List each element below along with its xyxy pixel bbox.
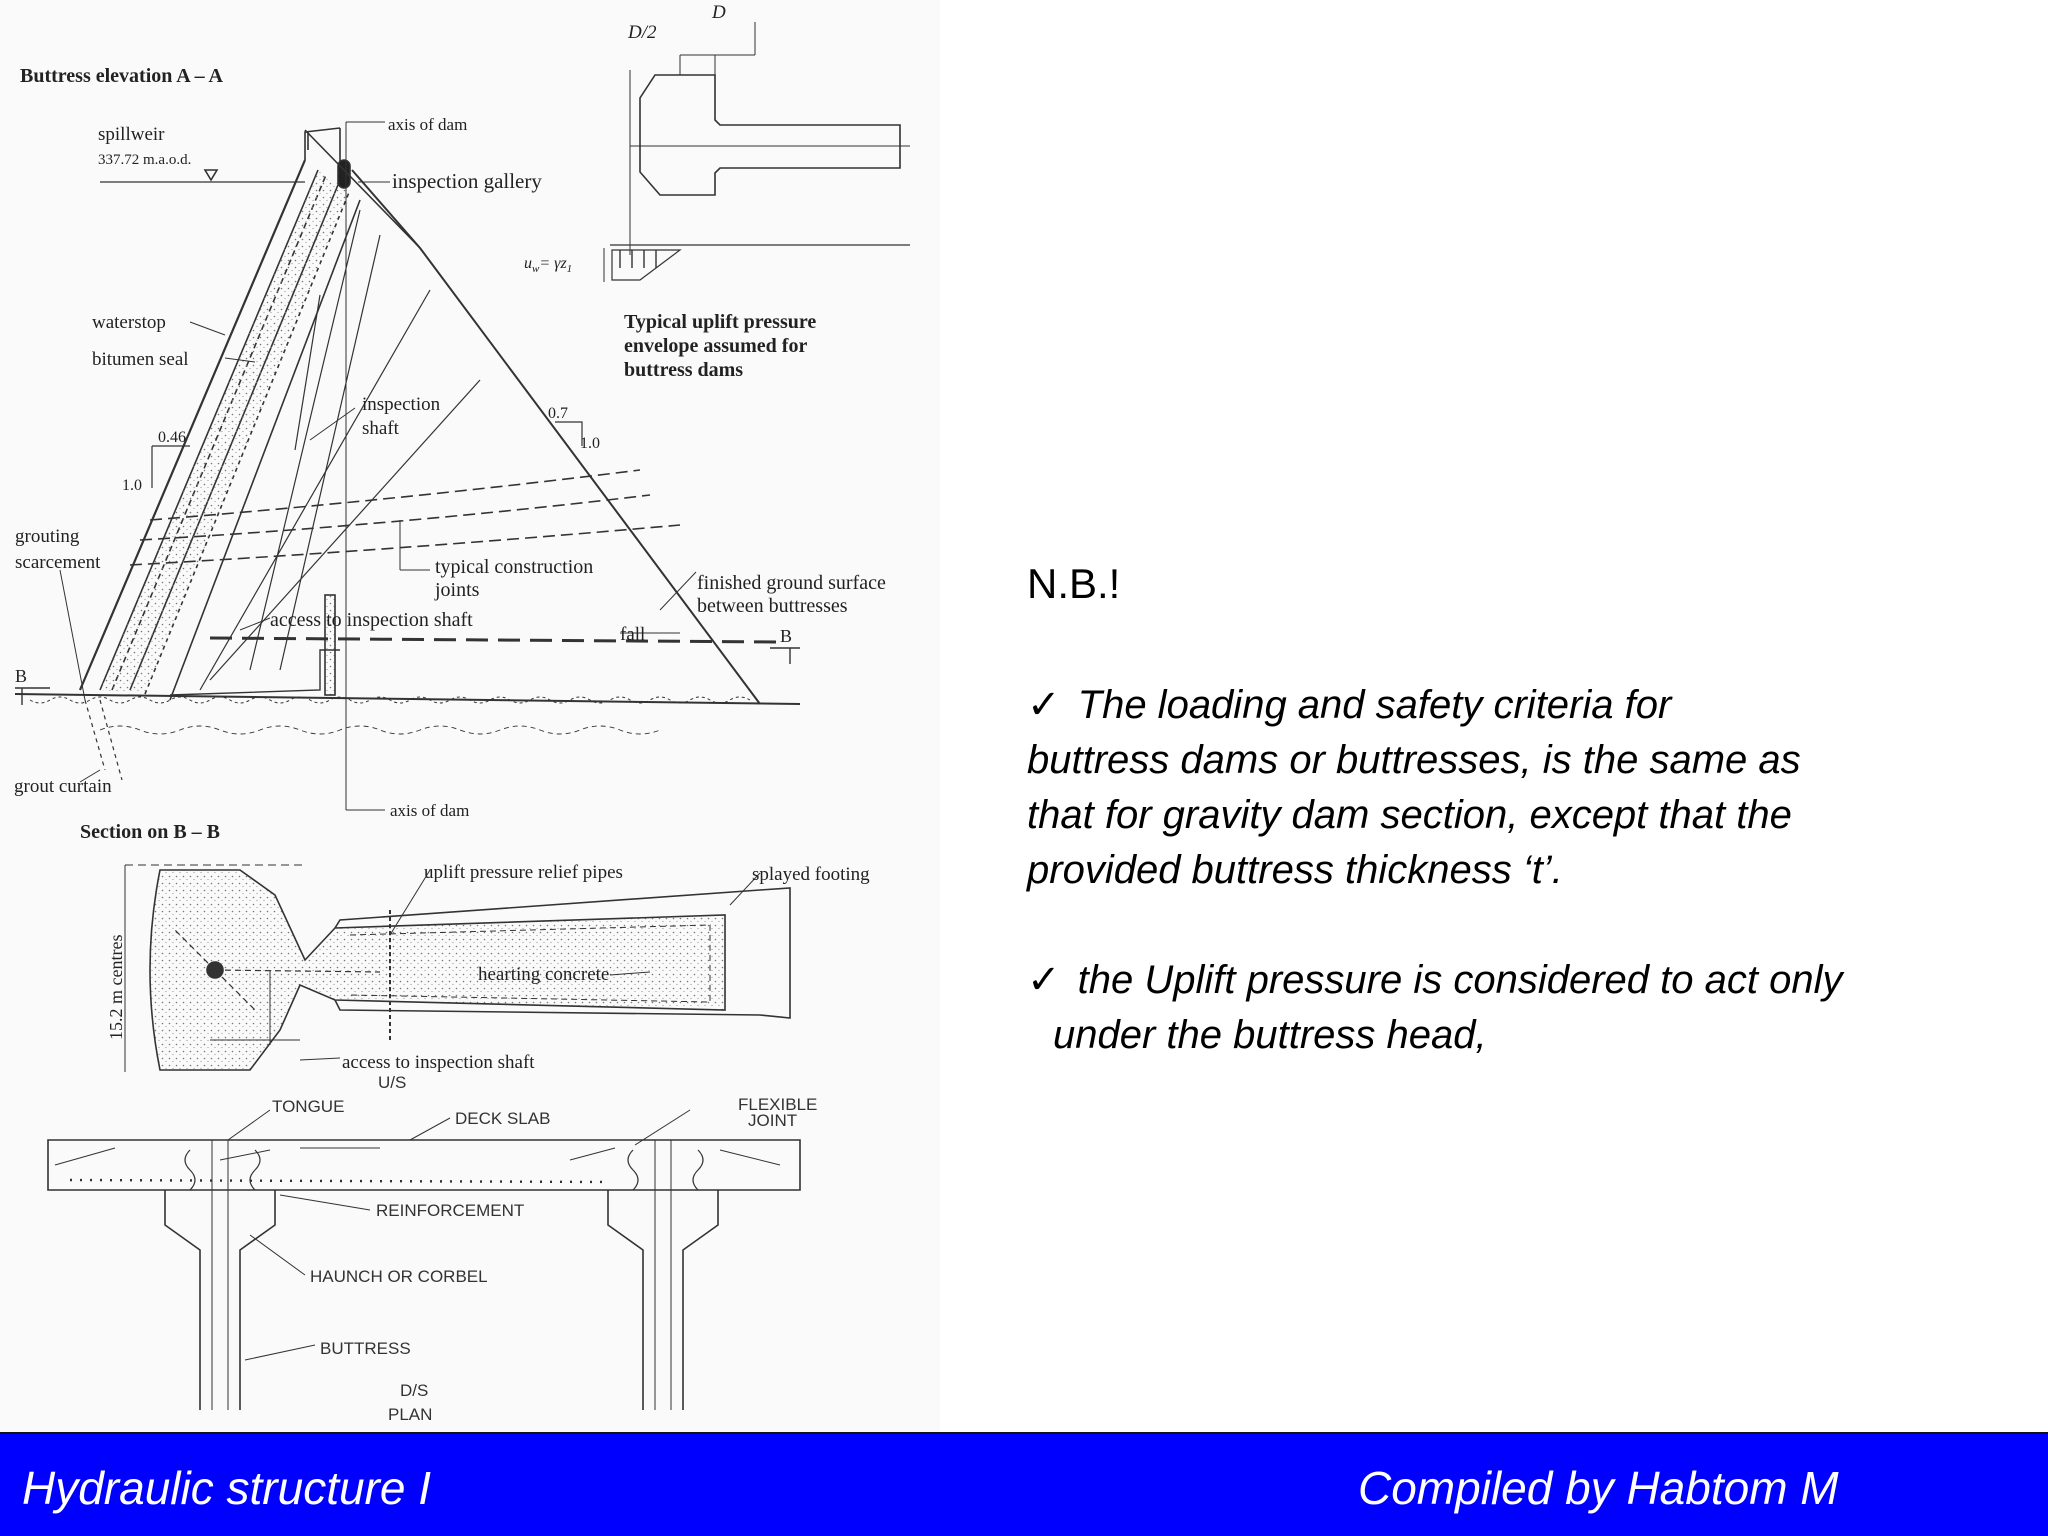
section-mark-left: B xyxy=(15,666,27,686)
uplift-inset xyxy=(603,22,910,282)
uplift-caption-line-3: buttress dams xyxy=(624,359,743,381)
haunch-label: HAUNCH OR CORBEL xyxy=(310,1267,488,1286)
bitumen-seal-label: bitumen seal xyxy=(92,349,189,370)
relief-pipes-label: uplift pressure relief pipes xyxy=(424,862,623,883)
elevation-labels: Buttress elevation A – A spillweir 337.7… xyxy=(14,65,886,820)
fall-label: fall xyxy=(620,624,645,645)
tongue-label: TONGUE xyxy=(272,1097,344,1116)
deck-slab-label: DECK SLAB xyxy=(455,1109,550,1128)
buttress-label: BUTTRESS xyxy=(320,1339,411,1358)
waterstop-label: waterstop xyxy=(92,312,166,333)
spillweir-label: spillweir xyxy=(98,124,165,145)
finished-ground-label: finished ground surface xyxy=(697,572,886,594)
flexible-label: FLEXIBLE xyxy=(738,1095,817,1114)
check-icon: ✓ xyxy=(1027,683,1061,727)
elevation-title: Buttress elevation A – A xyxy=(20,65,224,87)
course-title: Hydraulic structure I xyxy=(22,1462,432,1514)
joint-label: JOINT xyxy=(748,1111,797,1130)
uplift-inset-labels: D/2 D uw= γz1 Typical uplift pressure en… xyxy=(524,2,816,381)
note-2-line-1: the Uplift pressure is considered to act… xyxy=(1077,958,1843,1002)
deck-plan: U/S TONGUE DECK SLAB FLEXIBLE JOINT REIN… xyxy=(47,1073,817,1424)
note-uplift-pressure: ✓ the Uplift pressure is considered to a… xyxy=(1027,953,2017,1063)
uplift-caption-line-1: Typical uplift pressure xyxy=(624,311,816,333)
centres-label: 15.2 m centres xyxy=(106,935,126,1040)
ds-label: D/S xyxy=(400,1381,428,1400)
note-1-line-1: The loading and safety criteria for xyxy=(1077,683,1672,727)
slope-ds-h-label: 0.7 xyxy=(548,405,568,422)
section-labels: Section on B – B 15.2 m centres uplift p… xyxy=(80,821,870,1073)
section-bb xyxy=(124,864,791,1072)
inset-dim-half-label: D/2 xyxy=(627,22,657,43)
access-shaft-2-label: access to inspection shaft xyxy=(342,1052,535,1073)
section-title: Section on B – B xyxy=(80,821,220,843)
note-loading-criteria: ✓ The loading and safety criteria for bu… xyxy=(1027,678,2017,898)
note-2-line-2: under the buttress head, xyxy=(1053,1013,1487,1057)
slope-us-v-label: 1.0 xyxy=(122,477,142,494)
check-icon: ✓ xyxy=(1027,958,1061,1002)
note-1-line-4: provided buttress thickness ‘t’. xyxy=(1027,848,1563,892)
author-credit: Compiled by Habtom M xyxy=(1358,1462,1839,1514)
grout-curtain-label: grout curtain xyxy=(14,776,112,797)
axis-of-dam-top-label: axis of dam xyxy=(388,115,467,134)
construction-joints-label: typical construction xyxy=(435,556,593,578)
slope-us-h-label: 0.46 xyxy=(158,429,186,446)
inset-uplift-eq-label: uw= γz1 xyxy=(524,255,572,275)
nb-heading: N.B.! xyxy=(1027,560,1121,607)
axis-of-dam-bottom-label: axis of dam xyxy=(390,801,469,820)
inset-dim-full-label: D xyxy=(711,2,726,23)
note-1-line-2: buttress dams or buttresses, is the same… xyxy=(1027,738,1801,782)
inspection-gallery-label: inspection gallery xyxy=(392,169,542,193)
buttress-elevation xyxy=(14,121,801,811)
scarcement-label: scarcement xyxy=(15,552,101,573)
inspection-shaft-label-2: shaft xyxy=(362,418,400,439)
uplift-caption-line-2: envelope assumed for xyxy=(624,335,807,357)
section-mark-right: B xyxy=(780,626,792,646)
slope-ds-v-label: 1.0 xyxy=(580,435,600,452)
reinforcement-label: REINFORCEMENT xyxy=(376,1201,524,1220)
footer-bar: Hydraulic structure I Compiled by Habtom… xyxy=(0,1432,2048,1536)
finished-ground-label-2: between buttresses xyxy=(697,595,848,617)
buttress-dam-figure: Buttress elevation A – A spillweir 337.7… xyxy=(0,0,940,1432)
inspection-shaft-label: inspection xyxy=(362,394,441,415)
note-1-line-3: that for gravity dam section, except tha… xyxy=(1027,793,1792,837)
access-shaft-label: access to inspection shaft xyxy=(270,609,473,631)
splayed-footing-label: splayed footing xyxy=(752,864,870,885)
us-label: U/S xyxy=(378,1073,406,1092)
hearting-concrete-label: hearting concrete xyxy=(478,964,609,985)
construction-joints-label-2: joints xyxy=(434,579,480,601)
grouting-label: grouting xyxy=(15,526,80,547)
notes-panel: N.B.! ✓ The loading and safety criteria … xyxy=(1027,560,2017,1118)
plan-label: PLAN xyxy=(388,1405,432,1424)
spillweir-level-label: 337.72 m.a.o.d. xyxy=(98,152,191,168)
